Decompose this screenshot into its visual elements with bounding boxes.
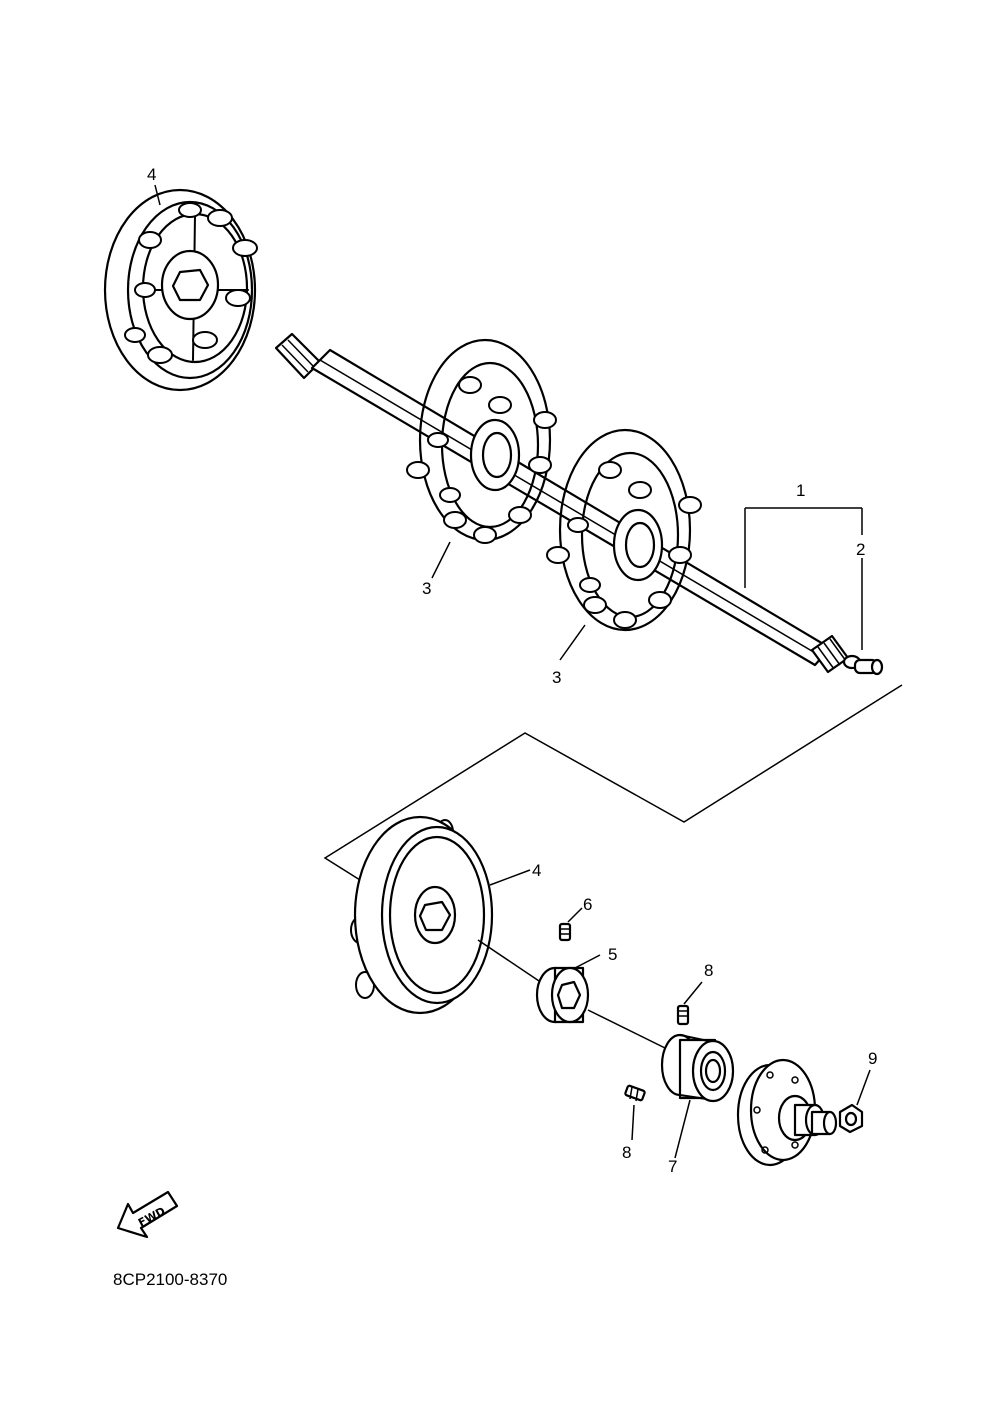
hex-nut (838, 1103, 864, 1134)
ball-bearing (660, 1033, 735, 1103)
middle-sprocket-right (546, 428, 702, 632)
shaft-collar (535, 966, 590, 1024)
callout-8-bottom: 8 (622, 1143, 631, 1162)
callout-7: 7 (668, 1157, 677, 1176)
callout-bracket-1-2 (744, 507, 863, 650)
callout-5: 5 (608, 945, 617, 964)
callout-3-left: 3 (422, 579, 431, 598)
flange-hub (736, 1058, 838, 1167)
top-sprocket-wheel (103, 188, 258, 392)
fwd-arrow-icon: FWD (116, 1190, 179, 1239)
assembly-connection-line (323, 684, 903, 881)
shaft-bushing (842, 654, 884, 676)
callout-9: 9 (868, 1049, 877, 1068)
callout-4-top: 4 (147, 165, 156, 184)
callout-3-right: 3 (552, 668, 561, 687)
callout-2: 2 (856, 540, 865, 559)
callout-8-top: 8 (704, 961, 713, 980)
set-screw-bearing-side (624, 1084, 646, 1102)
middle-sprocket-left (406, 338, 557, 544)
set-screw-bearing-top (676, 1004, 690, 1026)
callout-4-bottom: 4 (532, 861, 541, 880)
callout-1: 1 (796, 481, 805, 500)
bottom-sprocket-wheel (350, 815, 494, 1015)
set-screw-upper (558, 922, 572, 942)
callout-6: 6 (583, 895, 592, 914)
diagram-code: 8CP2100-8370 (113, 1270, 227, 1289)
